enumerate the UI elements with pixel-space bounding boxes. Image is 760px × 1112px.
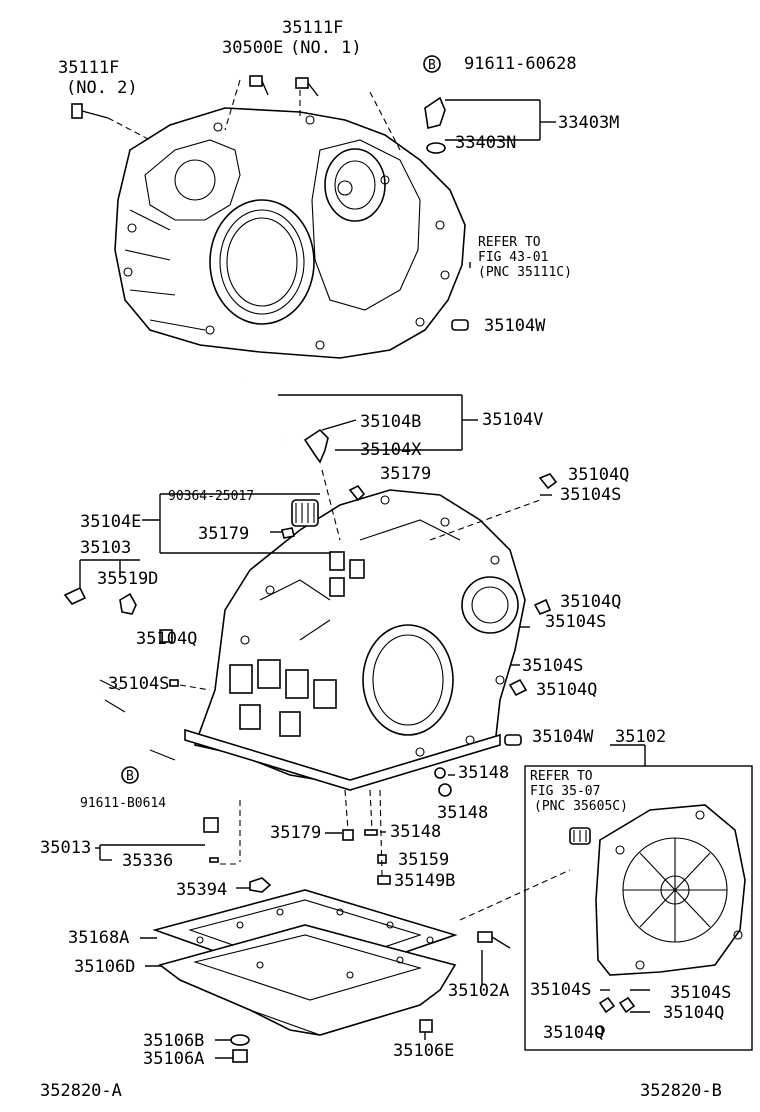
label-35106D: 35106D [74, 957, 135, 977]
label-35336: 35336 [122, 851, 173, 871]
label-35179-c: 35179 [270, 823, 321, 843]
refer-fig-35-07-line3: (PNC 35605C) [534, 799, 628, 814]
label-35104W-mid: 35104W [532, 727, 594, 747]
label-90364-25017: 90364-25017 [168, 489, 254, 504]
label-35102A: 35102A [448, 981, 509, 1001]
label-35103: 35103 [80, 538, 131, 558]
label-35102: 35102 [615, 727, 666, 747]
label-35104X: 35104X [360, 440, 422, 460]
plug-icon [159, 629, 391, 893]
breather-hose-icon [240, 377, 478, 541]
label-30500E: 30500E [222, 38, 283, 58]
bolt-icon [295, 77, 319, 120]
label-33403M: 33403M [558, 113, 619, 133]
label-35519D: 35519D [97, 569, 158, 589]
drain-plug-icon [230, 1019, 433, 1063]
dipstick-icon [63, 586, 219, 833]
label-35159: 35159 [398, 850, 449, 870]
label-35106A: 35106A [143, 1049, 204, 1069]
figure-ref-right: 352820-B [640, 1081, 722, 1101]
label-35104Q-d: 35104Q [536, 680, 597, 700]
plug-icon [434, 598, 552, 797]
label-35104S-b: 35104S [545, 612, 606, 632]
label-35149B: 35149B [394, 871, 455, 891]
bolt-icon [477, 931, 511, 949]
transaxle-housing [114, 107, 466, 359]
sensor-plug-icon [369, 91, 556, 154]
label-35104Q-a: 35104Q [568, 465, 629, 485]
label-35148-a: 35148 [458, 763, 509, 783]
refer-fig-35-07-line2: FIG 35-07 [530, 784, 600, 799]
bolt-icon [224, 75, 269, 131]
part-labels: 35111F (NO. 2) 35111F (NO. 1) 30500E B 9… [40, 18, 731, 1101]
label-35148-c: 35148 [390, 822, 441, 842]
transmission-case [184, 489, 526, 791]
label-33403N: 33403N [455, 133, 516, 153]
label-35106E: 35106E [393, 1041, 454, 1061]
bolt-icon [71, 103, 151, 141]
label-35179-a: 35179 [380, 464, 431, 484]
label-91611-B0614: 91611-B0614 [80, 796, 166, 811]
label-35111F-no2-sub: (NO. 2) [66, 78, 138, 98]
label-35104Q-c: 35104Q [136, 629, 197, 649]
label-35104Q-f: 35104Q [543, 1023, 604, 1043]
plug-icon [451, 319, 469, 331]
label-35104S-a: 35104S [560, 485, 621, 505]
label-35104S-d: 35104S [522, 656, 583, 676]
label-35104S-f: 35104S [670, 983, 731, 1003]
bolt-marker-b: B [428, 58, 436, 73]
label-35104B: 35104B [360, 412, 421, 432]
figure-ref-left: 352820-A [40, 1081, 122, 1101]
refer-fig-43-01-line1: REFER TO [478, 235, 541, 250]
label-35104W-top: 35104W [484, 316, 546, 336]
label-35104V: 35104V [482, 410, 543, 430]
extension-housing-box [524, 765, 753, 1051]
label-35111F-no2: 35111F [58, 58, 119, 78]
label-35148-b: 35148 [437, 803, 488, 823]
label-35394: 35394 [176, 880, 227, 900]
b-circle-marker [121, 766, 139, 784]
label-35104S-c: 35104S [108, 674, 169, 694]
label-35111F-no1-sub: (NO. 1) [290, 38, 362, 58]
b-circle-marker [423, 55, 441, 73]
refer-fig-43-01-line2: FIG 43-01 [478, 250, 548, 265]
label-35104Q-b: 35104Q [560, 592, 621, 612]
label-35111F-no1: 35111F [282, 18, 343, 38]
label-35104S-e: 35104S [530, 980, 591, 1000]
plug-icon [281, 473, 558, 539]
label-35179-b: 35179 [198, 524, 249, 544]
label-91611-60628: 91611-60628 [464, 54, 577, 74]
label-35104E: 35104E [80, 512, 141, 532]
refer-fig-43-01-line3: (PNC 35111C) [478, 265, 572, 280]
label-35104Q-e: 35104Q [663, 1003, 724, 1023]
label-35013: 35013 [40, 838, 91, 858]
label-35106B: 35106B [143, 1031, 204, 1051]
refer-fig-35-07-line1: REFER TO [530, 769, 593, 784]
bearing-icon [291, 499, 319, 527]
label-35168A: 35168A [68, 928, 129, 948]
oil-pan [152, 889, 458, 1036]
bolt-marker-b-2: B [126, 769, 134, 784]
